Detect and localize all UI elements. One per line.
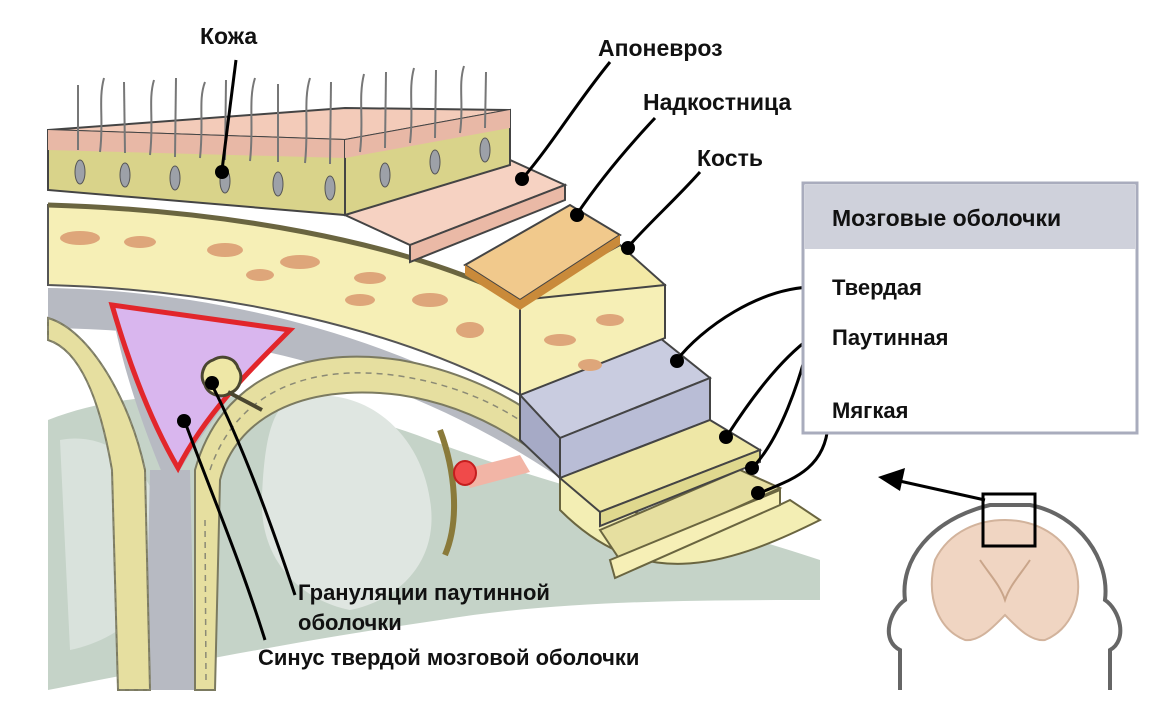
label-bone: Кость: [697, 145, 763, 171]
bone-layer: [47, 202, 667, 397]
aponeurosis-step: [342, 158, 568, 264]
label-periosteum: Надкостница: [643, 89, 791, 115]
arrow-icon: [878, 468, 905, 491]
layer-labels: Кожа Апоневроз Надкостница Кость Грануля…: [200, 23, 791, 670]
arachnoid-step: [558, 418, 763, 528]
pia-steps: [559, 468, 822, 580]
skin-block: [47, 65, 511, 217]
head-inset: [878, 468, 1123, 690]
periosteum-step: [463, 203, 622, 310]
dural-sinus: [108, 301, 296, 474]
legend-title: Мозговые оболочки: [832, 205, 1061, 231]
label-skin: Кожа: [200, 23, 257, 49]
blood-vessel: [453, 455, 530, 488]
label-granulations-line2: оболочки: [298, 610, 402, 635]
label-granulations-line1: Грануляции паутинной: [298, 580, 550, 605]
meninges-legend: Мозговые оболочки Твердая Паутинная Мягк…: [801, 181, 1139, 435]
legend-item-arachnoid: Паутинная: [832, 325, 949, 350]
zoom-box: [981, 492, 1037, 548]
legend-item-pia: Мягкая: [832, 398, 908, 423]
label-dural-sinus: Синус твердой мозговой оболочки: [258, 645, 639, 670]
label-aponeurosis: Апоневроз: [598, 35, 723, 61]
legend-item-dura: Твердая: [832, 275, 922, 300]
